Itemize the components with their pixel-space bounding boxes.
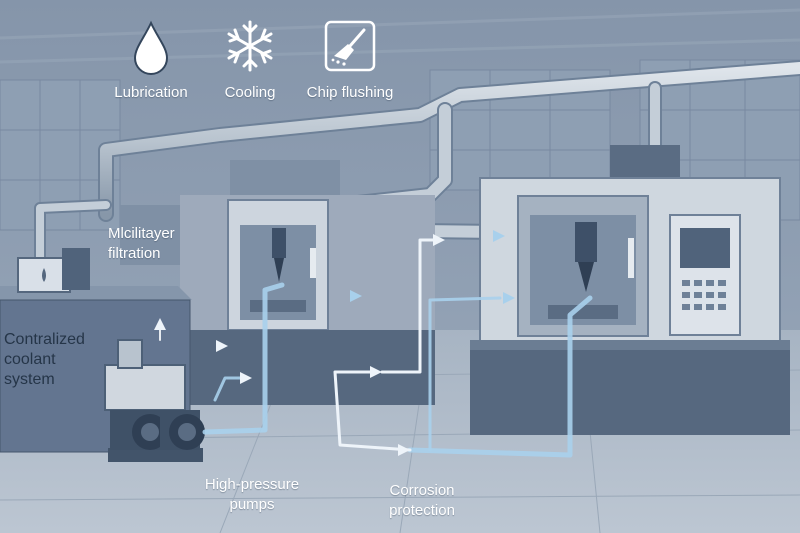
filtration-label-line-2: filtration [108,245,161,262]
droplet-icon [133,20,169,75]
coolant-system-label-line-2: coolant [4,351,56,368]
flow-arrows [154,230,515,456]
coolant-system-label-line-1: Contralized [4,331,85,348]
brush-icon [324,20,376,72]
feature-label-chip-flushing: Chip flushing [306,84,394,101]
feature-label-cooling: Cooling [224,84,276,101]
coolant-system-label-line-3: system [4,371,55,388]
corrosion-label-line-2: protection [389,502,455,519]
ceiling-beams [0,8,800,64]
filtration-label-line-1: Mlcilitayer [108,225,175,242]
feature-label-lubrication: Lubrication [114,84,188,101]
snowflake-icon [227,20,273,72]
coolant-flow-lines [159,238,593,458]
corrosion-label-line-1: Corrosion [389,482,455,499]
pumps-label-line-1: High-pressure [204,476,300,493]
cnc-machine-left [180,195,435,405]
pumps-label-line-2: pumps [229,496,275,513]
background-shelving [120,160,340,265]
cnc-machine-right [470,145,790,435]
high-pressure-pumps [104,339,205,462]
